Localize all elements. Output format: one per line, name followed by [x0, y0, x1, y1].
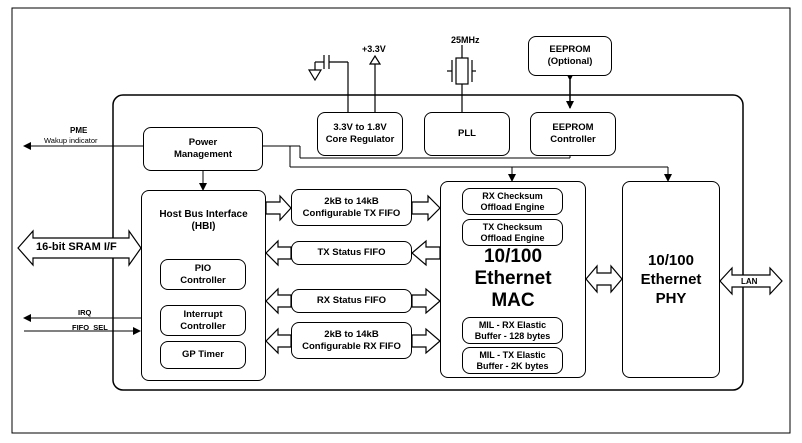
rx-status-fifo-block: RX Status FIFO — [291, 289, 412, 313]
rx-fifo-block: 2kB to 14kB Configurable RX FIFO — [291, 322, 412, 359]
pll-block: PLL — [424, 112, 510, 156]
tx-status-fifo-block: TX Status FIFO — [291, 241, 412, 265]
power-management-block: Power Management — [143, 127, 263, 171]
wakeup-label: Wakup indicator — [44, 136, 98, 145]
tx-checksum-block: TX Checksum Offload Engine — [462, 219, 563, 246]
interrupt-controller-block: Interrupt Controller — [160, 305, 246, 336]
gp-timer-block: GP Timer — [160, 341, 246, 369]
pm-bus — [256, 142, 672, 182]
mil-tx-buffer-block: MIL - TX Elastic Buffer - 2K bytes — [462, 347, 563, 374]
crystal-symbol — [447, 45, 476, 112]
mac-label: 10/100 Ethernet MAC — [474, 246, 552, 311]
irq-label: IRQ — [78, 308, 92, 317]
sram-label: 16-bit SRAM I/F — [36, 241, 117, 253]
mhz-label: 25MHz — [451, 35, 480, 45]
mil-rx-buffer-block: MIL - RX Elastic Buffer - 128 bytes — [462, 317, 563, 344]
supply-symbol — [368, 54, 382, 112]
core-regulator-block: 3.3V to 1.8V Core Regulator — [317, 112, 403, 156]
tx-fifo-block: 2kB to 14kB Configurable TX FIFO — [291, 189, 412, 226]
phy-block: 10/100 Ethernet PHY — [622, 181, 720, 378]
lan-label: LAN — [741, 277, 758, 286]
hbi-label: Host Bus Interface (HBI) — [159, 209, 248, 232]
eeprom-controller-block: EEPROM Controller — [530, 112, 616, 156]
v33-label: +3.3V — [362, 44, 386, 54]
pio-controller-block: PIO Controller — [160, 259, 246, 290]
capacitor-symbol — [307, 55, 349, 112]
rx-checksum-block: RX Checksum Offload Engine — [462, 188, 563, 215]
fifo-sel-label: FIFO_SEL — [72, 323, 108, 332]
pme-label: PME — [70, 126, 88, 135]
outer-frame — [11, 7, 791, 434]
fifo-arrows — [265, 194, 783, 355]
eeprom-optional-block: EEPROM (Optional) — [528, 36, 612, 76]
